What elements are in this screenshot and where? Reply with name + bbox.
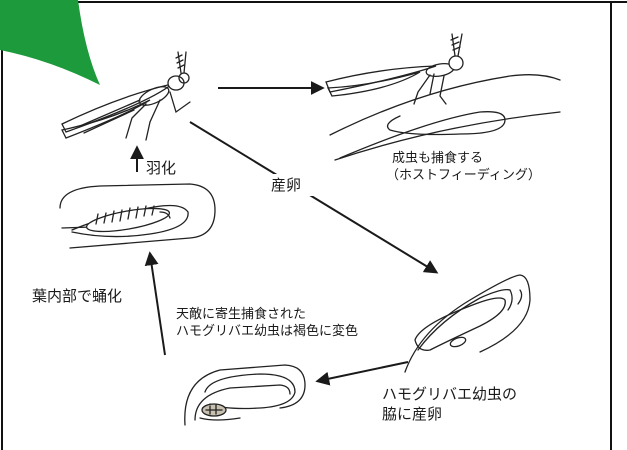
flow-arrows — [130, 81, 439, 386]
adult-host-feeding-illustration — [325, 33, 561, 161]
parasitized-larva-illustration — [184, 364, 306, 426]
label-adult-feeding-line1: 成虫も捕食する — [392, 151, 484, 166]
label-adult-feeding-line2: （ホストフィーディング） — [386, 168, 541, 183]
label-pupation: 葉内部で蛹化 — [32, 287, 123, 305]
label-host-line2: 脇に産卵 — [382, 405, 443, 423]
corner-accent — [0, 0, 100, 85]
label-discolor-line2: ハモグリバエ幼虫は褐色に変色 — [176, 324, 359, 339]
arrow-to-parasitized — [315, 361, 409, 386]
host-larva-with-egg-illustration — [404, 274, 531, 373]
arrow-oviposition — [189, 121, 439, 274]
label-host-line1: ハモグリバエ幼虫の — [382, 385, 518, 403]
adult-wasp-illustration — [61, 51, 191, 141]
pupa-in-leaf-illustration — [59, 183, 216, 249]
label-discolor-line1: 天敵に寄生捕食された — [176, 307, 307, 322]
label-oviposition: 産卵 — [271, 176, 302, 194]
label-eclosion: 羽化 — [146, 159, 177, 177]
arrow-to-pupation — [144, 251, 166, 356]
